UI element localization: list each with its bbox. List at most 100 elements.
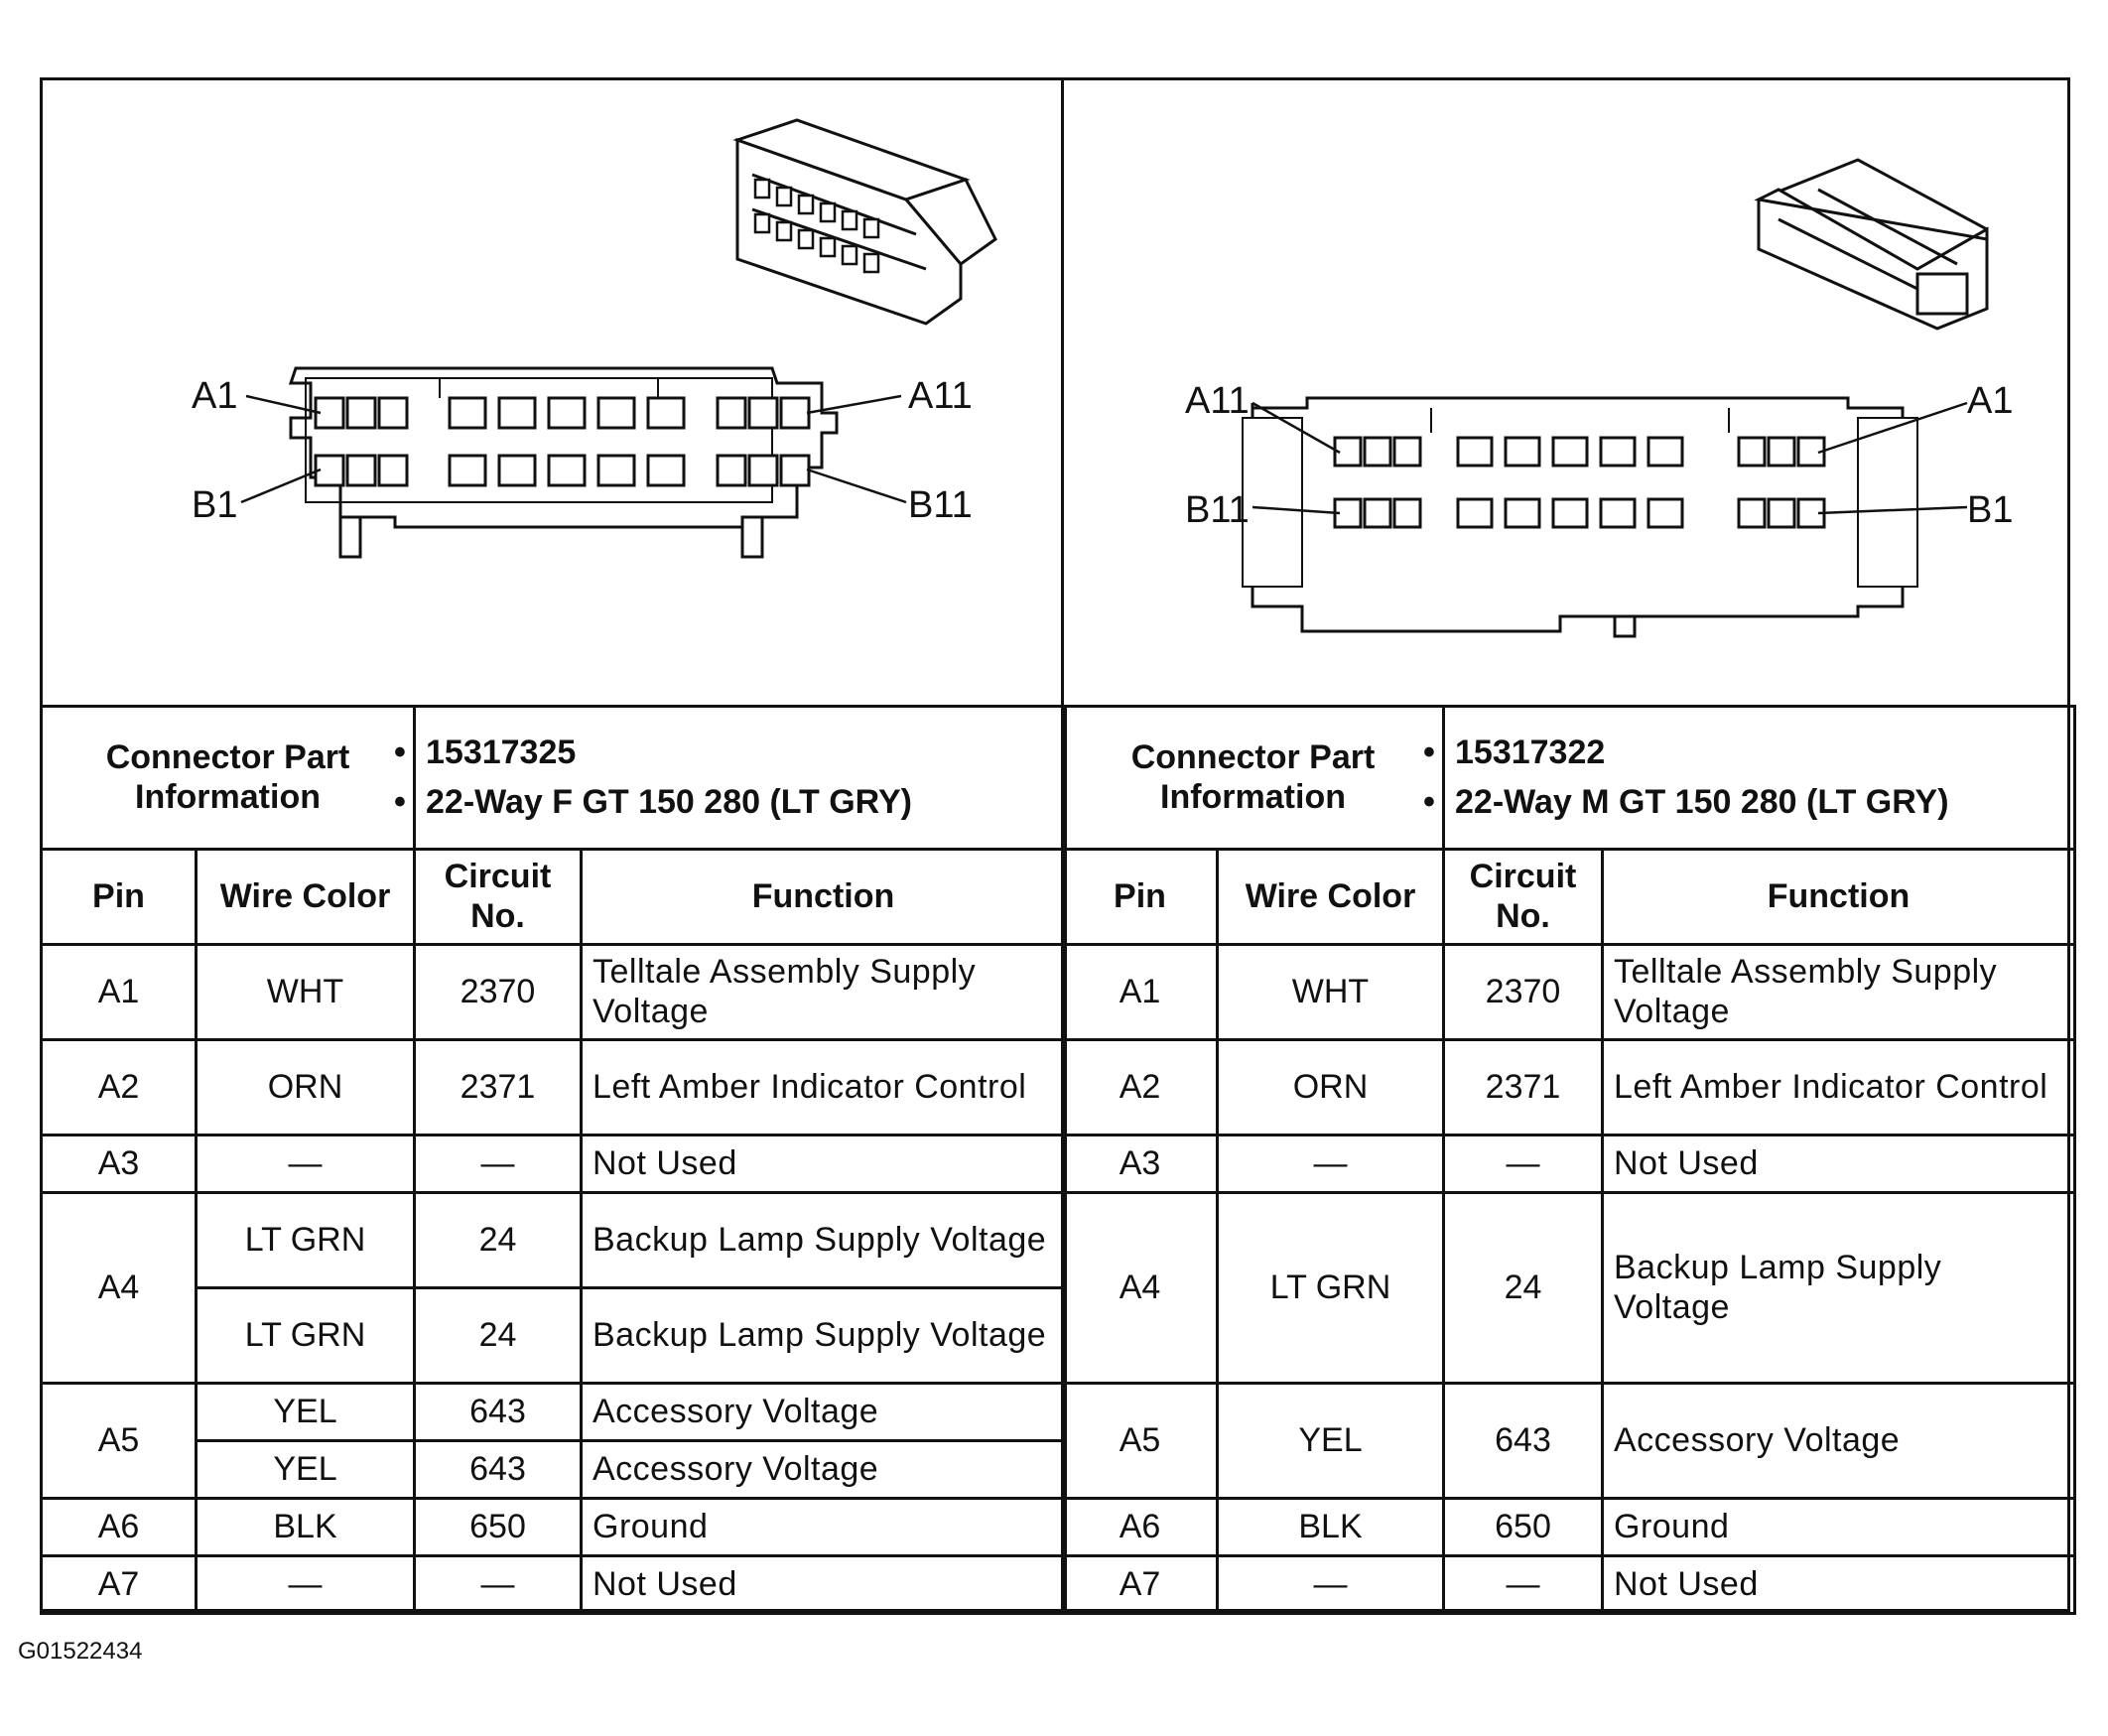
wire-color-cell: WHT — [195, 943, 416, 1041]
wire-color-cell: YEL — [1216, 1382, 1445, 1500]
circuit-cell: 643 — [413, 1382, 583, 1442]
left-header-wire-color: Wire Color — [195, 848, 416, 946]
circuit-cell: — — [413, 1554, 583, 1615]
pin-cell: A4 — [1061, 1191, 1219, 1385]
pin-cell: A1 — [1061, 943, 1219, 1041]
table-row: A1 WHT 2370 Telltale Assembly Supply Vol… — [40, 943, 1068, 1041]
pin-cell: A6 — [40, 1497, 198, 1557]
function-cell: Ground — [579, 1497, 1068, 1557]
wire-color-cell: BLK — [1216, 1497, 1445, 1557]
function-cell: Telltale Assembly Supply Voltage — [579, 943, 1068, 1041]
function-cell: Not Used — [1600, 1554, 2077, 1615]
connector-figure-frame: A1 A11 B1 B11 — [40, 77, 2077, 1615]
table-row: A2 ORN 2371 Left Amber Indicator Control — [40, 1038, 1068, 1136]
right-connector-drawing: A11 A1 B11 B1 — [1185, 158, 2013, 638]
wire-color-cell: LT GRN — [195, 1191, 416, 1289]
circuit-cell: 2371 — [413, 1038, 583, 1136]
function-cell: Left Amber Indicator Control — [579, 1038, 1068, 1136]
right-label-b1: B1 — [1967, 489, 2013, 531]
pin-cell: A3 — [40, 1134, 198, 1194]
pin-cell: A2 — [1061, 1038, 1219, 1136]
wire-color-cell: — — [195, 1134, 416, 1194]
pin-cell: A1 — [40, 943, 198, 1041]
left-label-b1: B1 — [192, 484, 237, 526]
wire-color-cell: YEL — [195, 1382, 416, 1442]
pin-cell: A5 — [1061, 1382, 1219, 1500]
left-connector-face-view — [288, 366, 839, 559]
left-info-label: Connector Part Information — [40, 705, 416, 851]
table-row: A7 — — Not Used — [1061, 1554, 2077, 1615]
function-cell: Backup Lamp Supply Voltage — [1600, 1191, 2077, 1385]
pin-cell: A2 — [40, 1038, 198, 1136]
function-cell: Ground — [1600, 1497, 2077, 1557]
left-header-circuit: Circuit No. — [413, 848, 583, 946]
table-row: A1 WHT 2370 Telltale Assembly Supply Vol… — [1061, 943, 2077, 1041]
right-info-values: 15317322 22-Way M GT 150 280 (LT GRY) — [1423, 705, 2077, 851]
right-connector-pin-cavities — [1333, 436, 1826, 529]
function-cell: Not Used — [579, 1134, 1068, 1194]
right-connector-table: Connector Part Information 15317322 22-W… — [1061, 705, 2077, 1615]
left-connector-pin-cavities — [314, 396, 811, 487]
left-connector-table: Connector Part Information 15317325 22-W… — [40, 705, 1068, 1615]
circuit-cell: 24 — [413, 1286, 583, 1385]
circuit-cell: — — [413, 1134, 583, 1194]
function-cell: Not Used — [579, 1554, 1068, 1615]
table-row: A6 BLK 650 Ground — [1061, 1497, 2077, 1557]
left-info-values: 15317325 22-Way F GT 150 280 (LT GRY) — [394, 705, 1068, 851]
pin-cell: A4 — [40, 1191, 198, 1385]
function-cell: Backup Lamp Supply Voltage — [579, 1286, 1068, 1385]
pin-cell: A7 — [1061, 1554, 1219, 1615]
table-row: A3 — — Not Used — [1061, 1134, 2077, 1194]
table-row: A4 LT GRN 24 Backup Lamp Supply Voltage — [1061, 1191, 2077, 1385]
table-row: YEL 643 Accessory Voltage — [42, 1439, 1068, 1500]
left-connector-diagram: A1 A11 B1 B11 — [43, 80, 1061, 708]
left-header-row: Pin Wire Color Circuit No. Function — [40, 848, 1068, 946]
right-header-circuit: Circuit No. — [1442, 848, 1604, 946]
circuit-cell: 650 — [1442, 1497, 1604, 1557]
function-cell: Accessory Voltage — [579, 1439, 1068, 1500]
left-part-number: 15317325 — [394, 734, 1054, 772]
pin-cell: A3 — [1061, 1134, 1219, 1194]
function-cell: Not Used — [1600, 1134, 2077, 1194]
left-connector-isometric-view — [732, 118, 997, 326]
figure-id: G01522434 — [18, 1638, 143, 1665]
table-row: A3 — — Not Used — [40, 1134, 1068, 1194]
panel-divider — [1061, 80, 1064, 708]
wire-color-cell: LT GRN — [195, 1286, 416, 1385]
right-header-pin: Pin — [1061, 848, 1219, 946]
table-row: A6 BLK 650 Ground — [40, 1497, 1068, 1557]
table-row: A7 — — Not Used — [40, 1554, 1068, 1615]
right-info-row: Connector Part Information 15317322 22-W… — [1061, 705, 2077, 851]
left-info-row: Connector Part Information 15317325 22-W… — [40, 705, 1068, 851]
pin-cell: A6 — [1061, 1497, 1219, 1557]
wire-color-cell: WHT — [1216, 943, 1445, 1041]
circuit-cell: — — [1442, 1554, 1604, 1615]
left-header-function: Function — [579, 848, 1068, 946]
wire-color-cell: — — [195, 1554, 416, 1615]
circuit-cell: 650 — [413, 1497, 583, 1557]
circuit-cell: 643 — [1442, 1382, 1604, 1500]
function-cell: Accessory Voltage — [579, 1382, 1068, 1442]
right-part-number: 15317322 — [1423, 734, 2063, 772]
wire-color-cell: — — [1216, 1554, 1445, 1615]
wire-color-cell: ORN — [195, 1038, 416, 1136]
wire-color-cell: ORN — [1216, 1038, 1445, 1136]
right-label-a1: A1 — [1967, 380, 2013, 422]
pin-cell: A7 — [40, 1554, 198, 1615]
table-row: A4 LT GRN 24 Backup Lamp Supply Voltage — [40, 1191, 1068, 1385]
circuit-cell: 2370 — [413, 943, 583, 1041]
right-connector-isometric-view — [1754, 158, 1989, 331]
left-connector-drawing: A1 A11 B1 B11 — [192, 118, 997, 559]
left-label-a1: A1 — [192, 375, 237, 417]
wire-color-cell: BLK — [195, 1497, 416, 1557]
wire-color-cell: LT GRN — [1216, 1191, 1445, 1385]
table-row: A5 YEL 643 Accessory Voltage — [40, 1382, 1068, 1500]
circuit-cell: 24 — [413, 1191, 583, 1289]
function-cell: Backup Lamp Supply Voltage — [579, 1191, 1068, 1289]
right-info-label: Connector Part Information — [1061, 705, 1445, 851]
right-header-row: Pin Wire Color Circuit No. Function — [1061, 848, 2077, 946]
pin-cell: A5 — [40, 1382, 198, 1500]
left-label-a11: A11 — [908, 375, 973, 417]
right-header-wire-color: Wire Color — [1216, 848, 1445, 946]
wire-color-cell: YEL — [195, 1439, 416, 1500]
